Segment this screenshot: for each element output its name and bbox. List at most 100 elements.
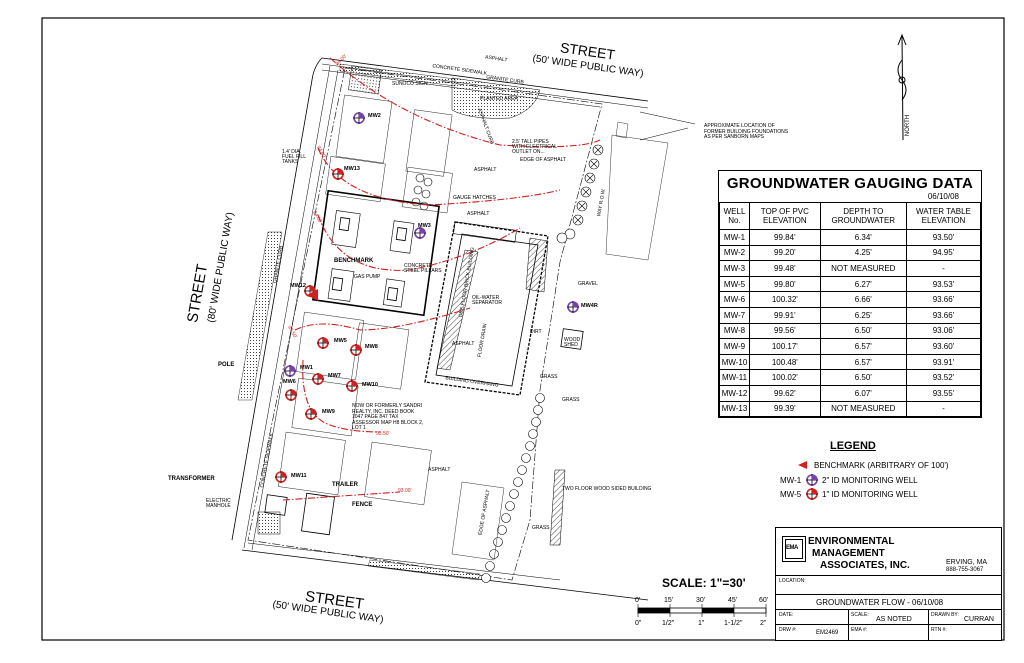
- scale-feet-3: 45': [728, 597, 738, 604]
- table-cell: 6.50': [819, 322, 907, 340]
- grass-label-1: GRASS: [562, 397, 580, 403]
- company-city: ERVING, MA: [946, 559, 988, 566]
- scale-feet-4: 60': [759, 597, 769, 604]
- well-label-mw4r: MW4R: [581, 303, 598, 309]
- gauging-table-date: 06/10/08: [927, 192, 959, 201]
- scale-label: SCALE:: [851, 612, 869, 618]
- table-cell: 4.25': [819, 244, 907, 262]
- scale-inch-1: 1/2": [662, 620, 675, 627]
- title-block: EMA ENVIRONMENTAL MANAGEMENT ASSOCIATES,…: [775, 527, 1002, 641]
- well-label-mw2: MW2: [368, 113, 381, 119]
- table-cell: 99.39': [749, 400, 821, 418]
- planted-area: [451, 77, 541, 119]
- well-icon: [353, 112, 365, 124]
- fence-label: FENCE: [352, 502, 373, 508]
- contour-4: [294, 307, 471, 331]
- table-cell: MW-13: [718, 400, 751, 418]
- contour-6: [282, 491, 401, 501]
- table-cell: MW-10: [718, 353, 751, 371]
- well-icon: [414, 227, 426, 239]
- gravel-label: GRAVEL: [578, 281, 598, 287]
- table-cell: MW-8: [718, 322, 751, 340]
- scale-inch-4: 2": [760, 620, 767, 627]
- table-cell: 93.91': [905, 353, 982, 371]
- table-cell: 93.66': [905, 306, 982, 324]
- well-label-mw5: MW5: [334, 338, 347, 344]
- table-cell: MW-6: [718, 291, 751, 308]
- benchmark-icon: [798, 461, 807, 469]
- asphalt-label-4: ASPHALT: [452, 341, 475, 347]
- well-label-mw6: MW6: [283, 379, 296, 385]
- brick-building: [424, 221, 549, 396]
- scale-inch-0: 0": [635, 620, 642, 627]
- gauging-data-table: GROUNDWATER GAUGING DATA 06/10/08 WELL N…: [718, 170, 982, 419]
- table-cell: 99.62': [749, 384, 821, 402]
- well-icon: [285, 389, 297, 401]
- table-cell: 100.02': [749, 369, 821, 386]
- sunoco-sign-label: SUNOCO SIGN: [392, 81, 428, 87]
- legend-1in-key: MW-5: [780, 489, 802, 499]
- wood-building: [549, 469, 566, 546]
- gauge-hatches: [411, 173, 433, 211]
- benchmark-label: BENCHMARK: [334, 258, 374, 264]
- monitoring-well-mw6: [285, 388, 297, 406]
- table-cell: 93.60': [905, 338, 982, 355]
- company-logo: EMA: [782, 536, 806, 562]
- table-cell: 6.27': [819, 275, 907, 293]
- table-cell: 100.32': [749, 291, 821, 308]
- north-label: NORTH: [905, 114, 912, 137]
- date-label: DATE:: [779, 612, 794, 618]
- contour-label-6: 93.00': [398, 488, 412, 494]
- concrete-steel-pillars-label: CONCRETE STEEL PILLARS: [404, 263, 442, 274]
- drawn-by-value: CURRAN: [964, 616, 994, 623]
- two-floor-wood-label: TWO FLOOR WOOD SIDED BUILDING: [562, 486, 652, 492]
- monitoring-well-mw4r: [567, 300, 579, 318]
- table-cell: 93.52': [905, 369, 982, 386]
- table-cell: NOT MEASURED: [819, 260, 907, 277]
- asphalt-label-2: ASPHALT: [467, 211, 490, 217]
- contour-1: [329, 57, 601, 148]
- gauging-header-2: DEPTH TO GROUNDWATER: [819, 202, 907, 230]
- company-line-1: ENVIRONMENTAL: [808, 536, 895, 547]
- table-cell: -: [905, 260, 982, 277]
- monitoring-well-mw11: [275, 470, 287, 488]
- table-cell: MW-1: [718, 229, 751, 246]
- gauging-header-0: WELL No.: [718, 202, 751, 230]
- asphalt-label-3: ASPHALT: [428, 467, 451, 473]
- table-cell: MW-12: [718, 384, 751, 402]
- scale-inch-3: 1-1/2": [724, 620, 743, 627]
- table-cell: 99.91': [749, 306, 821, 324]
- table-cell: 6.50': [819, 369, 907, 386]
- well-label-mw11: MW11: [291, 473, 307, 479]
- sunoco-sign-area: [348, 65, 382, 95]
- gauging-table-title: GROUNDWATER GAUGING DATA: [726, 175, 974, 192]
- table-cell: 99.20': [749, 244, 821, 262]
- wood-shed-label: WOOD SHED: [564, 337, 581, 348]
- gauge-hatches-label: GAUGE HATCHES: [453, 195, 496, 201]
- scale-inch-2: 1": [698, 620, 705, 627]
- table-cell: 93.50': [905, 229, 982, 246]
- gauging-header-3: WATER TABLE ELEVATION: [905, 202, 982, 230]
- well-label-mw13: MW13: [344, 166, 360, 172]
- legend-benchmark-label: BENCHMARK (ARBITRARY OF 100'): [814, 460, 949, 470]
- table-cell: NOT MEASURED: [819, 400, 907, 418]
- table-cell: 99.84': [749, 229, 821, 246]
- gas-canopy: [311, 189, 441, 317]
- well-label-mw12: MW12: [290, 283, 306, 289]
- well-icon: [350, 344, 362, 356]
- table-cell: 93.66': [905, 291, 982, 308]
- scale-ruler: [637, 604, 767, 617]
- table-cell: MW-9: [718, 338, 751, 355]
- drawing-number-value: EM2469: [816, 630, 839, 636]
- scale-title: SCALE: 1"=30': [662, 576, 746, 590]
